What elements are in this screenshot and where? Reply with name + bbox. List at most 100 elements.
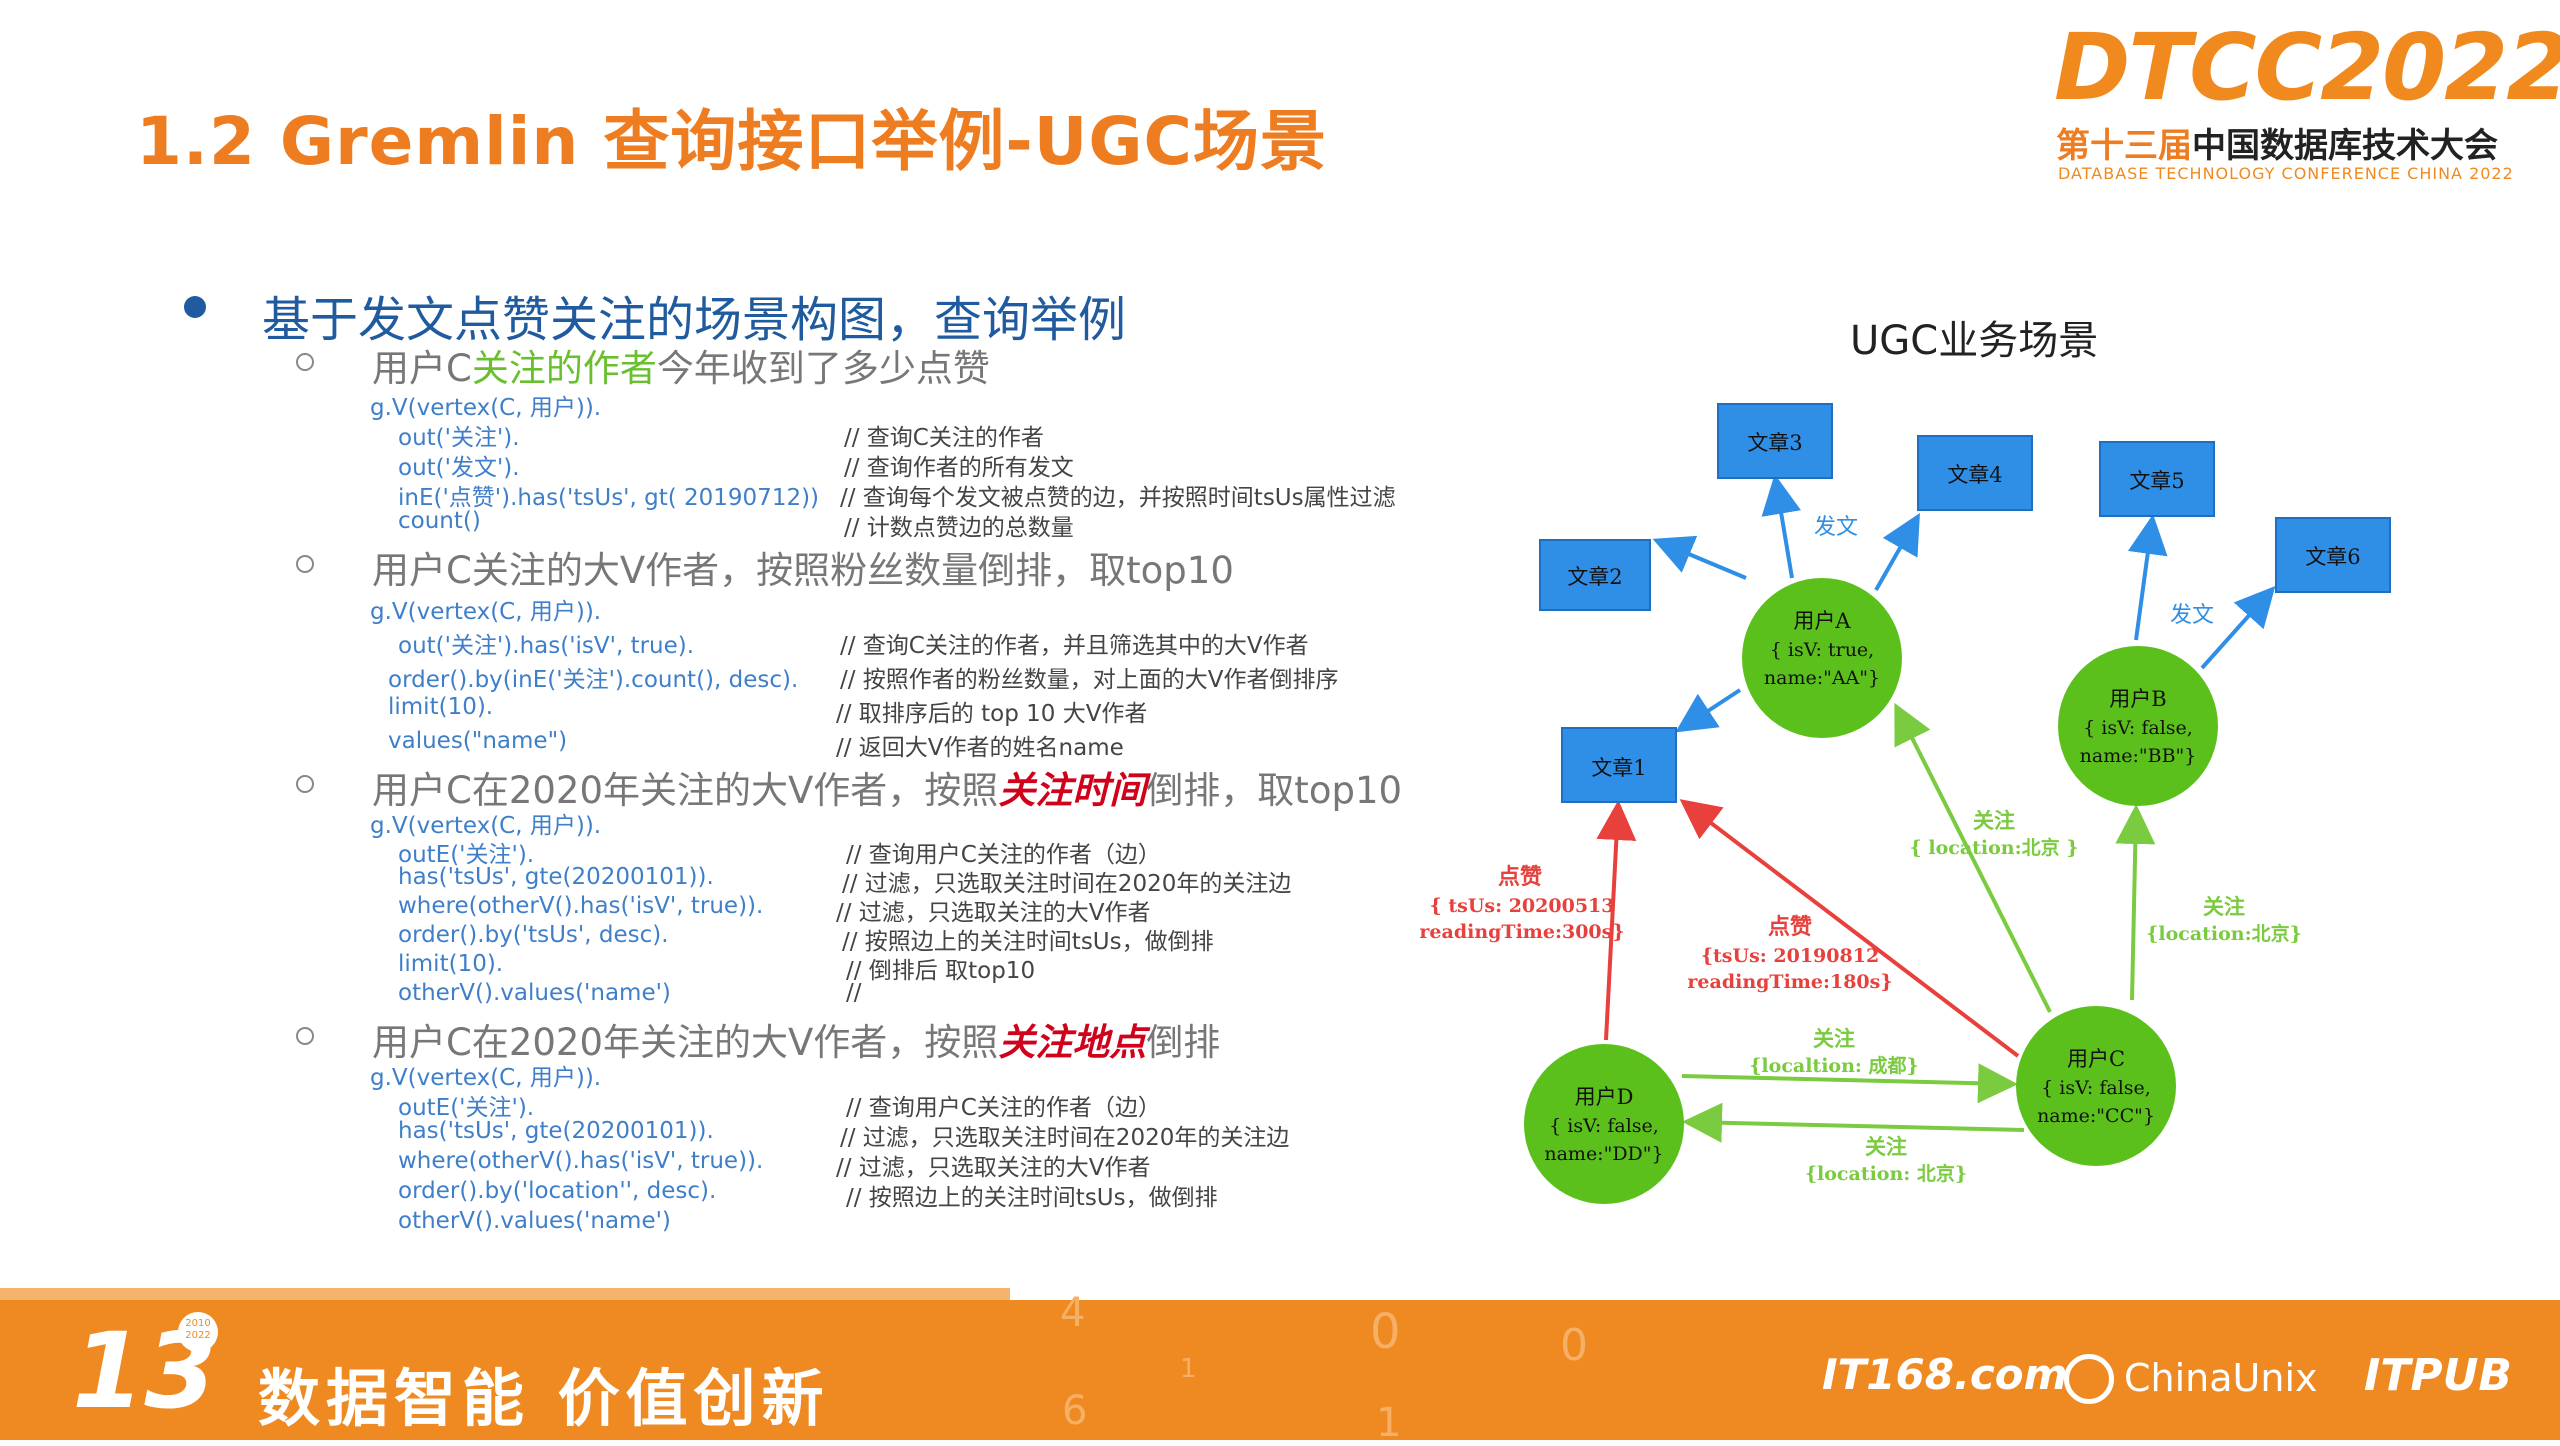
edge-like-c-article1 [1679, 799, 2020, 1058]
code-comment: // 按照边上的关注时间tsUs，做倒排 [846, 1185, 1218, 1211]
code-line: limit(10). [388, 694, 494, 720]
edge-label-follow-cd-attr: {location: 北京} [1805, 1162, 1967, 1185]
sub-bullet-ring [296, 353, 314, 371]
decorative-digit: 0 [1560, 1320, 1588, 1371]
article-node-4 [1917, 435, 2033, 511]
footer-accent-strip [0, 1288, 1010, 1302]
user-node-d [1524, 1044, 1684, 1204]
section-4-title-a: 用户C在2020年关注的大V作者，按照 [372, 1021, 999, 1064]
bullet-dot [184, 296, 206, 318]
edge-follow-d-c [1681, 1063, 2018, 1104]
diagram-title: UGC业务场景 [1850, 318, 2099, 364]
code-line: out('关注'). [398, 425, 520, 451]
article-label-1: 文章1 [1591, 756, 1646, 780]
code-line: g.V(vertex(C, 用户)). [370, 395, 602, 421]
logo-cn-rest: 中国数据库技术大会 [2192, 126, 2498, 166]
user-b-line1: { isV: false, [2083, 717, 2193, 739]
brand-chinaunix-logo: ChinaUnix [2124, 1356, 2318, 1400]
code-line: order().by('location'', desc). [398, 1178, 717, 1204]
code-line: otherV().values('name') [398, 980, 671, 1006]
edge-label-like2-b: readingTime:180s} [1687, 971, 1892, 993]
edge-label-post-b: 发文 [2170, 603, 2214, 628]
edge-follow-c-d [1682, 1102, 2025, 1143]
code-line: order().by('tsUs', desc). [398, 922, 669, 948]
edge-label-follow-ca-attr: { location:北京 } [1910, 836, 2079, 859]
edge-post-a-article1 [1675, 688, 1742, 733]
edge-label-follow-cd-title: 关注 [1865, 1134, 1907, 1159]
code-line: g.V(vertex(C, 用户)). [370, 1065, 602, 1091]
code-comment: // 按照作者的粉丝数量，对上面的大V作者倒排序 [840, 667, 1339, 693]
code-line: count() [398, 508, 481, 534]
edge-like-d-article1 [1596, 800, 1637, 1041]
code-comment: // 过滤，只选取关注的大V作者 [836, 1155, 1151, 1181]
edge-post-a-article3 [1761, 474, 1801, 579]
brand-it168-logo: IT168.com [1822, 1350, 2068, 1399]
code-line: outE('关注'). [398, 1095, 535, 1121]
code-comment: // 查询C关注的作者 [844, 425, 1044, 451]
edge-post-a-article2 [1652, 535, 1747, 580]
article-node-3 [1717, 403, 1833, 479]
section-3-title-b: 关注时间 [998, 769, 1147, 812]
badge-year-end: 2022 [185, 1330, 211, 1341]
user-d-line2: name:"DD"} [1544, 1143, 1663, 1165]
footer-slogan: 数据智能 价值创新 [258, 1362, 830, 1435]
section-4-title-b: 关注地点 [998, 1021, 1147, 1064]
code-line: otherV().values('name') [398, 1208, 671, 1234]
user-c-line1: { isV: false, [2041, 1077, 2151, 1099]
logo-cn-text: 第十三届中国数据库技术大会 [2056, 118, 2498, 167]
main-bullet-text: 基于发文点赞关注的场景构图，查询举例 [262, 292, 1127, 348]
code-line: outE('关注'). [398, 842, 535, 868]
logo-main-text: DTCC2022 [2054, 14, 2560, 121]
edge-label-follow-cb-attr: {location:北京} [2146, 922, 2302, 945]
section-3-title-c: 倒排，取top10 [1146, 769, 1403, 812]
article-label-4: 文章4 [1947, 463, 2002, 487]
chinaunix-icon [2064, 1354, 2114, 1404]
code-line: has('tsUs', gte(20200101)). [398, 1118, 714, 1144]
edge-label-follow-ca-title: 关注 [1973, 808, 2015, 833]
user-node-b [2058, 646, 2218, 806]
section-1-title-b: 关注的作者 [471, 347, 657, 390]
user-b-line2: name:"BB"} [2080, 745, 2197, 767]
edge-post-b-article5 [2127, 514, 2168, 641]
edge-label-like1-a: { tsUs: 20200513 [1430, 895, 1615, 917]
slide-title: 1.2 Gremlin 查询接口举例-UGC场景 [136, 103, 1327, 180]
edge-label-post-a: 发文 [1814, 515, 1858, 540]
code-comment: // 过滤，只选取关注时间在2020年的关注边 [840, 1125, 1290, 1151]
sub-bullet-ring [296, 1027, 314, 1045]
edge-post-a-article4 [1874, 513, 1920, 591]
badge-year-start: 2010 [185, 1318, 211, 1329]
edge-follow-c-a [1894, 702, 2052, 1013]
user-node-c [2016, 1006, 2176, 1166]
code-comment: // 查询C关注的作者，并且筛选其中的大V作者 [840, 633, 1309, 659]
code-line: has('tsUs', gte(20200101)). [398, 864, 714, 890]
article-label-6: 文章6 [2305, 545, 2360, 569]
decorative-digit: 1 [1376, 1400, 1402, 1446]
article-node-1 [1561, 727, 1677, 803]
user-node-a [1742, 578, 1902, 738]
edge-label-like1-b: readingTime:300s} [1419, 921, 1624, 943]
logo-en-text: DATABASE TECHNOLOGY CONFERENCE CHINA 202… [2058, 164, 2514, 183]
edge-label-follow-cb-title: 关注 [2203, 894, 2245, 919]
edge-label-like2-title: 点赞 [1768, 914, 1812, 940]
decorative-digit: 1 [1180, 1354, 1197, 1384]
edge-label-follow-dc-title: 关注 [1813, 1026, 1855, 1051]
code-comment: // 计数点赞边的总数量 [844, 515, 1074, 541]
code-line: out('关注').has('isV', true). [398, 633, 695, 659]
decorative-digit: 4 [1060, 1290, 1086, 1336]
code-comment: // 取排序后的 top 10 大V作者 [836, 701, 1148, 727]
code-comment: // 倒排后 取top10 [846, 958, 1036, 984]
section-4-title-c: 倒排 [1146, 1021, 1221, 1064]
edge-post-b-article6 [2200, 586, 2276, 670]
user-a-line2: name:"AA"} [1764, 667, 1880, 689]
code-comment: // 过滤，只选取关注的大V作者 [836, 900, 1151, 926]
user-c-name: 用户C [2067, 1047, 2125, 1071]
code-comment: // 查询每个发文被点赞的边，并按照时间tsUs属性过滤 [840, 485, 1396, 511]
user-d-name: 用户D [1575, 1085, 1634, 1109]
code-line: where(otherV().has('isV', true)). [398, 893, 764, 919]
code-line: where(otherV().has('isV', true)). [398, 1148, 764, 1174]
edge-follow-c-b [2115, 804, 2156, 1001]
code-comment: // 按照边上的关注时间tsUs，做倒排 [842, 929, 1214, 955]
